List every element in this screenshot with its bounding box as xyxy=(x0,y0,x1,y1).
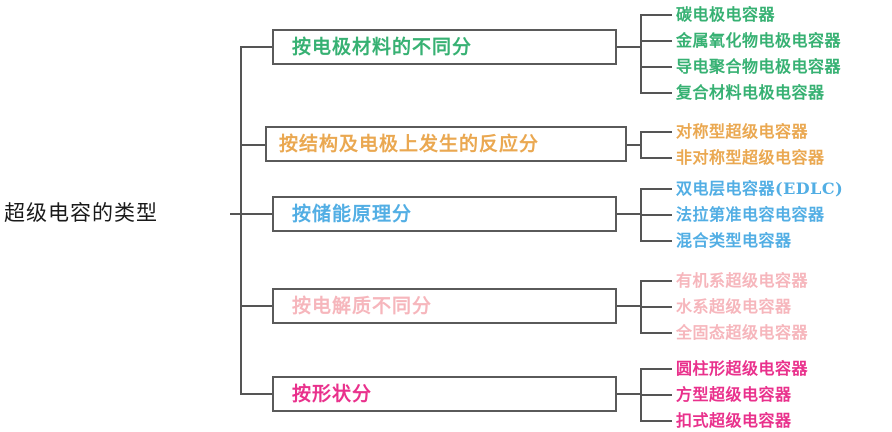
branch-label-storage-principle: 按储能原理分 xyxy=(292,203,413,225)
leaf-label: 扣式超级电容器 xyxy=(676,411,792,430)
trunk-line xyxy=(240,46,242,395)
branch-stub-1 xyxy=(617,46,642,48)
leaf-connector-4-2 xyxy=(640,306,672,308)
branch-box-electrode-material[interactable]: 按电极材料的不同分 xyxy=(272,29,617,65)
branch-stub-2 xyxy=(627,144,642,146)
leaf-bracket-1 xyxy=(640,14,642,92)
leaf-label: 非对称型超级电容器 xyxy=(676,148,825,167)
leaf-label: 全固态超级电容器 xyxy=(676,323,809,342)
leaf-connector-3-1 xyxy=(640,188,672,190)
leaf-connector-2-1 xyxy=(640,131,672,133)
leaf-label: 导电聚合物电极电容器 xyxy=(676,57,842,76)
branch-box-structure-reaction[interactable]: 按结构及电极上发生的反应分 xyxy=(265,126,627,162)
branch-stub-3 xyxy=(617,213,642,215)
leaf-label: 复合材料电极电容器 xyxy=(676,83,825,102)
trunk-stub-4 xyxy=(240,305,274,307)
branch-label-shape: 按形状分 xyxy=(292,383,373,405)
leaf-label: 混合类型电容器 xyxy=(676,231,792,250)
branch-label-structure-reaction: 按结构及电极上发生的反应分 xyxy=(279,133,540,155)
leaf-connector-2-2 xyxy=(640,157,672,159)
leaf-connector-1-1 xyxy=(640,14,672,16)
leaf-connector-5-3 xyxy=(640,420,672,422)
trunk-stub-1 xyxy=(240,46,274,48)
leaf-label: 方型超级电容器 xyxy=(676,385,792,404)
leaf-label: 金属氧化物电极电容器 xyxy=(676,31,842,50)
leaf-label: 对称型超级电容器 xyxy=(676,122,809,141)
leaf-connector-4-1 xyxy=(640,280,672,282)
branch-label-electrode-material: 按电极材料的不同分 xyxy=(292,36,473,58)
root-connector xyxy=(230,213,242,215)
leaf-connector-1-2 xyxy=(640,40,672,42)
leaf-label: 双电层电容器(EDLC) xyxy=(676,179,844,198)
leaf-connector-3-2 xyxy=(640,214,672,216)
branch-box-shape[interactable]: 按形状分 xyxy=(272,376,617,412)
leaf-label: 碳电极电容器 xyxy=(676,5,776,24)
leaf-connector-5-1 xyxy=(640,368,672,370)
leaf-label: 法拉第准电容电容器 xyxy=(676,205,825,224)
branch-box-storage-principle[interactable]: 按储能原理分 xyxy=(272,196,617,232)
leaf-connector-1-3 xyxy=(640,66,672,68)
leaf-connector-5-2 xyxy=(640,394,672,396)
leaf-label: 有机系超级电容器 xyxy=(676,271,809,290)
leaf-connector-3-3 xyxy=(640,240,672,242)
root-node-label: 超级电容的类型 xyxy=(4,201,158,225)
branch-label-electrolyte: 按电解质不同分 xyxy=(292,295,433,317)
leaf-connector-1-4 xyxy=(640,92,672,94)
trunk-stub-2 xyxy=(240,144,267,146)
trunk-stub-3 xyxy=(240,213,274,215)
branch-stub-5 xyxy=(617,393,642,395)
leaf-label: 水系超级电容器 xyxy=(676,297,792,316)
branch-box-electrolyte[interactable]: 按电解质不同分 xyxy=(272,288,617,324)
trunk-stub-5 xyxy=(240,393,274,395)
leaf-bracket-2 xyxy=(640,131,642,157)
leaf-label: 圆柱形超级电容器 xyxy=(676,359,809,378)
leaf-connector-4-3 xyxy=(640,332,672,334)
branch-stub-4 xyxy=(617,305,642,307)
